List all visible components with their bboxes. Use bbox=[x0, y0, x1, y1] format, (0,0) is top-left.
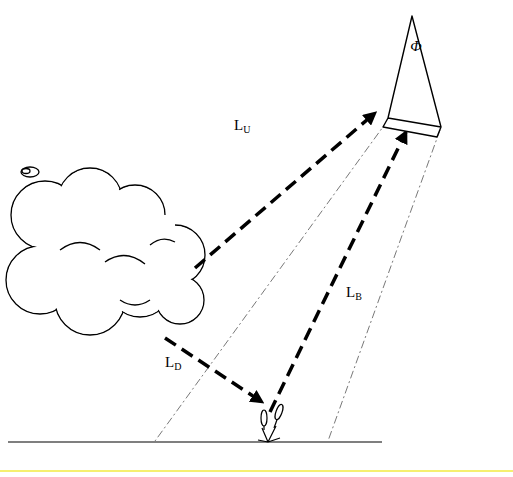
sensor-node: Φ bbox=[378, 12, 446, 144]
angle-symbol: Φ bbox=[410, 39, 421, 54]
radiance-arrow bbox=[195, 113, 375, 268]
yellow-rule bbox=[0, 470, 513, 472]
radiance-label: LD bbox=[163, 354, 183, 373]
radiance-arrow bbox=[270, 132, 406, 412]
radiance-label: LU bbox=[232, 117, 252, 136]
radiance-label: LB bbox=[344, 284, 364, 303]
ground-line bbox=[8, 441, 382, 442]
sensor-shape bbox=[383, 16, 441, 137]
sensor-outline bbox=[378, 12, 446, 144]
view-line bbox=[155, 120, 388, 441]
cloud bbox=[6, 167, 205, 335]
